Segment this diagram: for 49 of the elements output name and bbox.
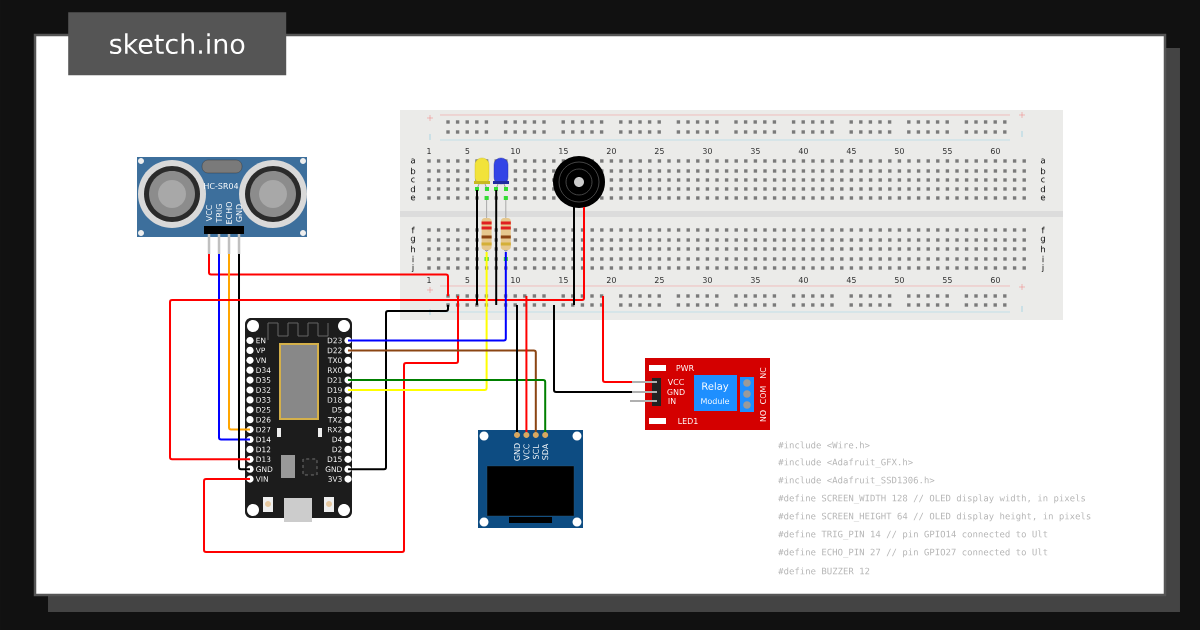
wire — [347, 349, 537, 433]
resistor-drawing — [481, 196, 492, 261]
row-letter: b — [411, 167, 416, 175]
row-letter: g — [1040, 236, 1045, 244]
wire — [169, 206, 585, 461]
row-letter: e — [410, 195, 416, 201]
row-letter: f — [411, 226, 415, 234]
wire — [203, 295, 459, 553]
code-line: #define SCREEN_HEIGHT 64 // OLED display height, in pixels — [778, 512, 1091, 522]
row-letter: d — [410, 185, 415, 193]
wire — [573, 206, 575, 306]
code-line: #define BUZZER 12 — [778, 567, 870, 575]
row-letter: b — [1041, 167, 1046, 175]
wire — [347, 251, 488, 391]
code-line: #include <Adafruit_GFX.h> — [778, 458, 913, 468]
led-drawing — [493, 157, 509, 191]
wire — [525, 295, 528, 433]
wire — [476, 189, 478, 306]
wire — [208, 253, 449, 297]
row-letter: i — [412, 255, 414, 263]
title-tab: sketch.ino — [68, 12, 287, 76]
wire — [347, 251, 507, 342]
wire — [602, 295, 633, 383]
row-letter: e — [1040, 195, 1046, 201]
wire — [347, 379, 547, 433]
wire — [238, 253, 251, 471]
wire — [218, 253, 251, 441]
row-letter: c — [411, 177, 415, 183]
row-letter: f — [1041, 226, 1045, 234]
row-letter: d — [1040, 185, 1045, 193]
led-drawing — [474, 157, 490, 191]
wire — [495, 189, 498, 306]
row-letter: a — [410, 158, 415, 164]
wire — [228, 253, 251, 431]
buzzer-drawing — [553, 156, 605, 208]
row-letter: c — [1041, 177, 1045, 183]
row-letter: g — [410, 236, 415, 244]
code-line: #include <Wire.h> — [778, 441, 870, 449]
row-letter: h — [411, 245, 415, 253]
wire — [347, 304, 449, 471]
code-line: #include <Adafruit_SSD1306.h> — [778, 476, 935, 486]
row-letter: h — [1041, 245, 1045, 253]
row-letter: j — [1041, 263, 1044, 273]
wire — [516, 304, 518, 433]
row-letter: j — [411, 263, 414, 273]
wire — [553, 304, 633, 393]
row-letter: i — [1042, 255, 1044, 263]
row-letter: a — [1040, 158, 1045, 164]
resistor-drawing — [500, 196, 511, 261]
